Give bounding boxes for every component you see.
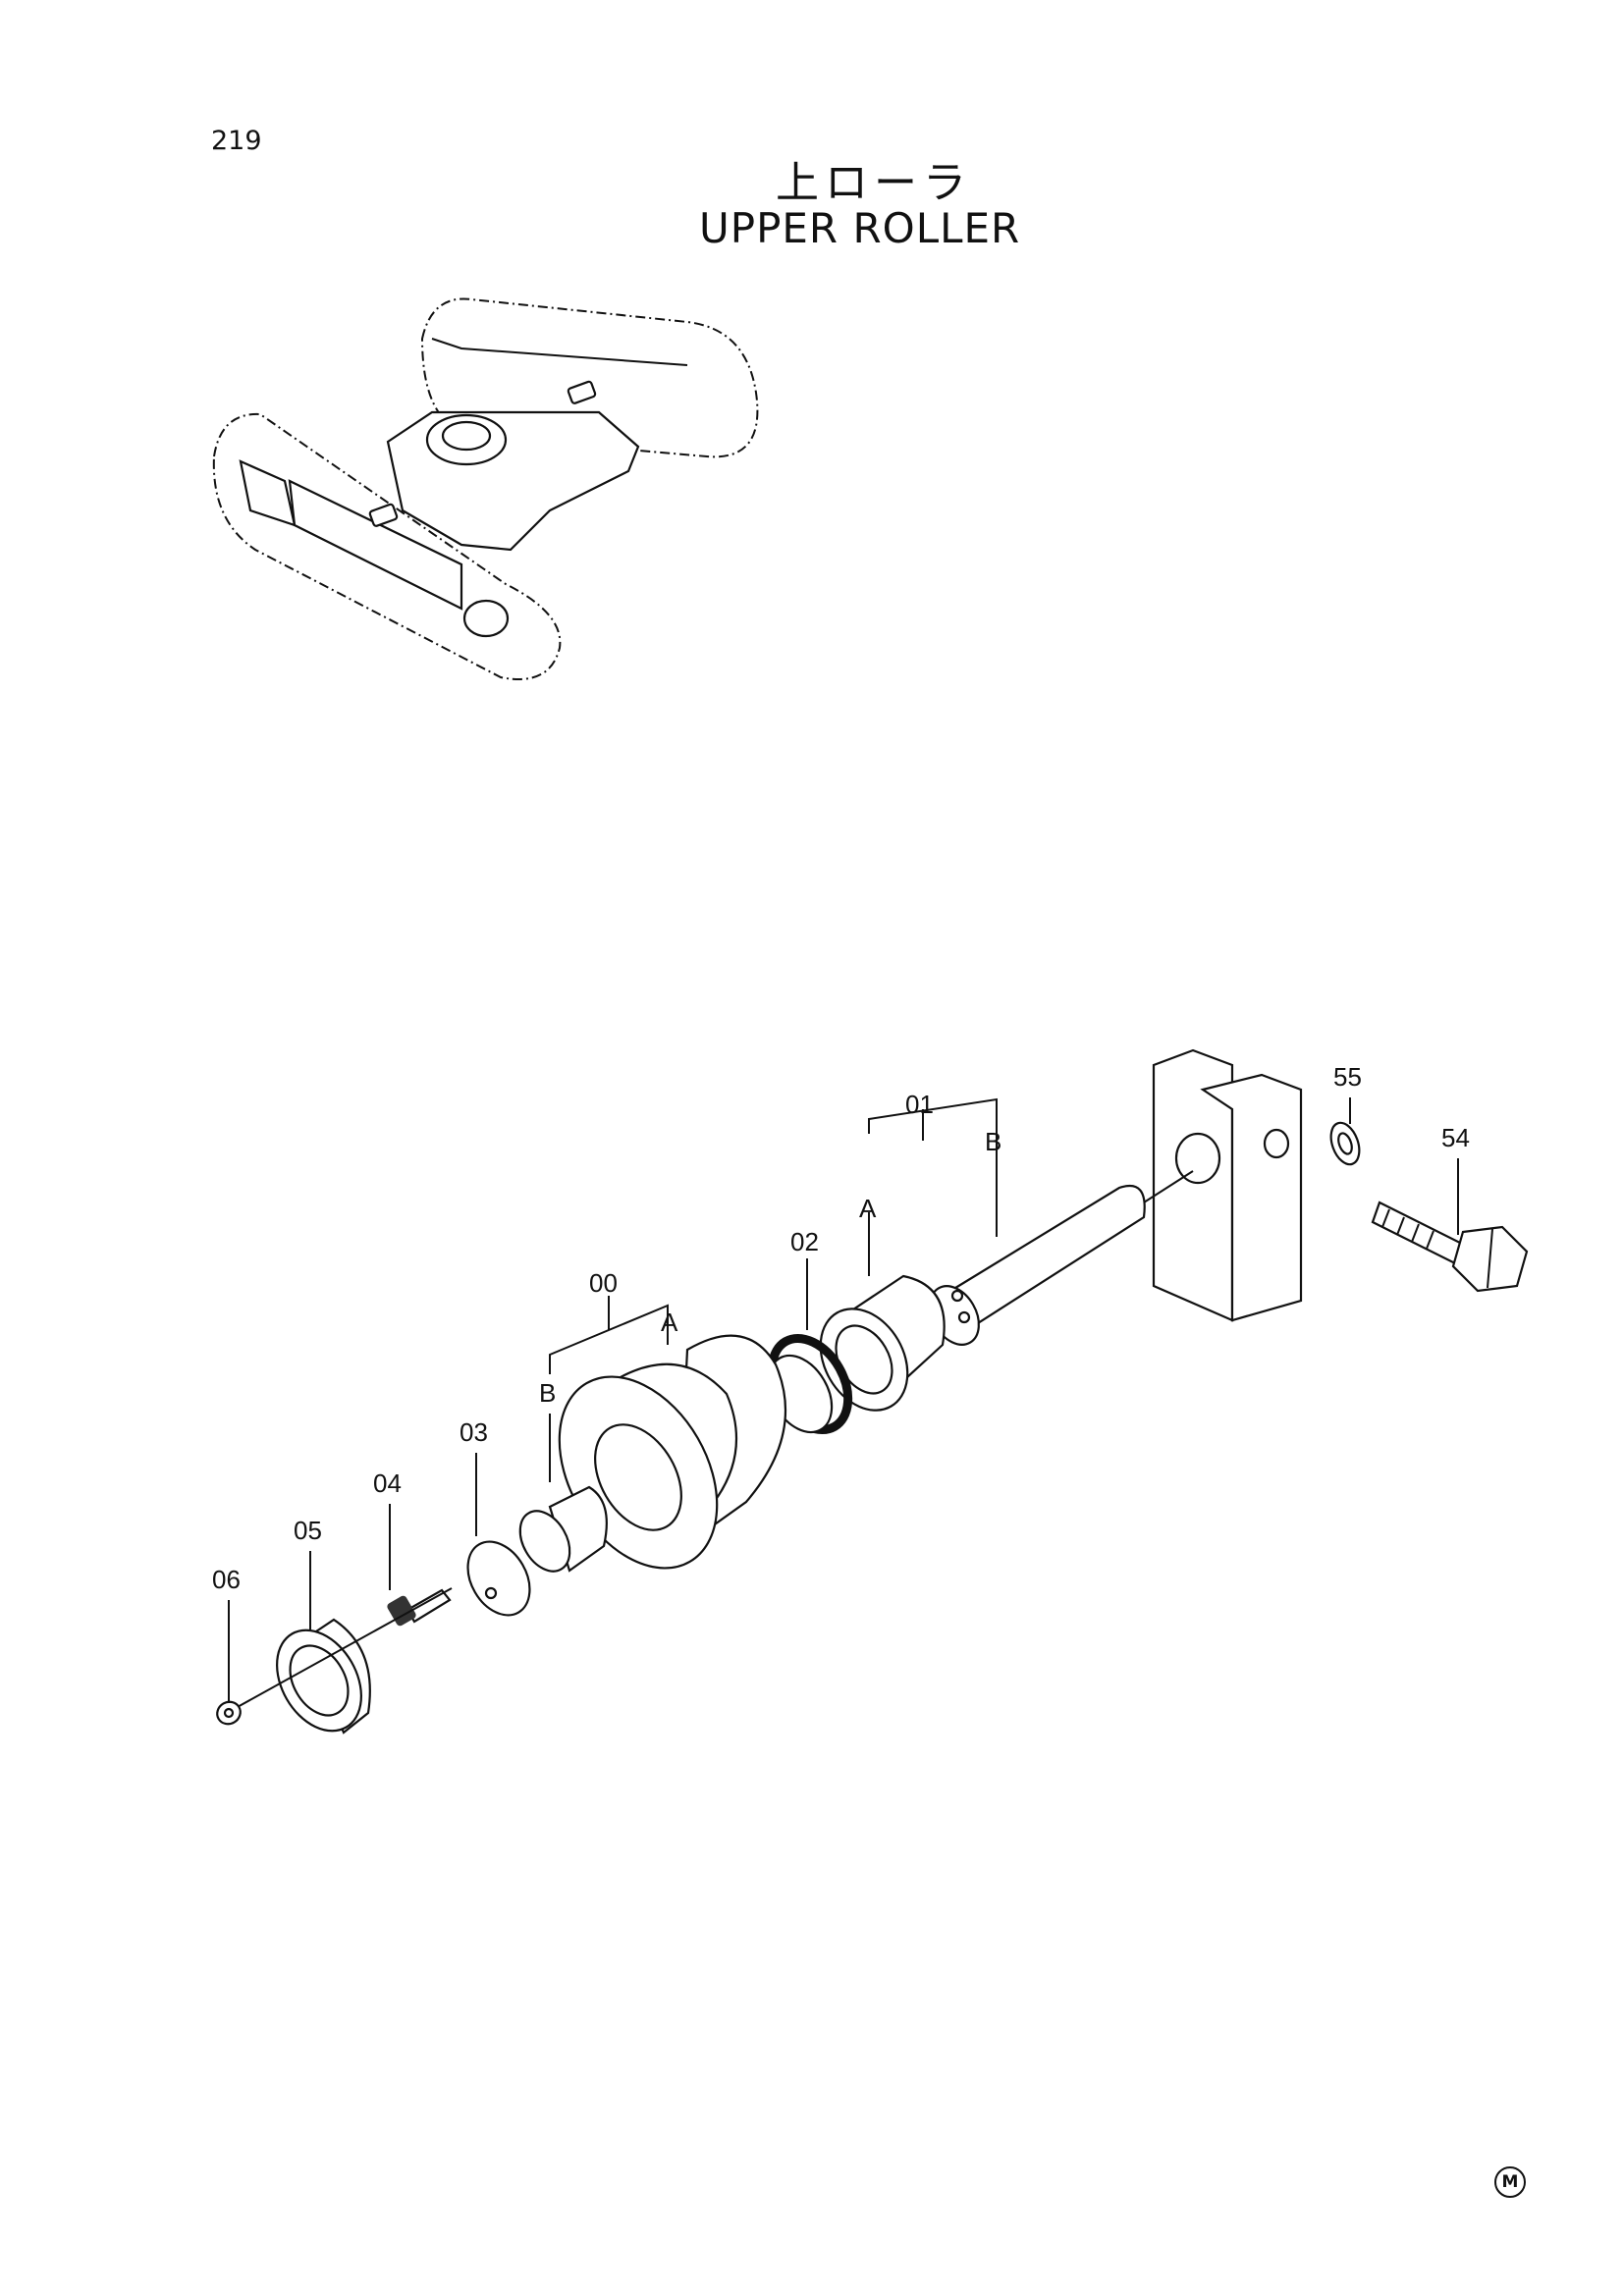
title-japanese: 上ローラ: [776, 158, 972, 208]
callout-05: 05: [294, 1516, 322, 1545]
leader-lines: [228, 1097, 1459, 1703]
callout-00: 00: [589, 1268, 618, 1298]
callout-54: 54: [1441, 1123, 1470, 1152]
callout-labels: 01 B A 02 00 A B 03 04 05 06 55 54: [212, 1062, 1470, 1594]
callout-01b: B: [985, 1127, 1001, 1156]
plug-06: [216, 1700, 242, 1726]
page-number: 219: [211, 126, 262, 156]
bushing-00b: [518, 1485, 608, 1573]
callout-00b: B: [539, 1378, 556, 1408]
circled-m-mark: M: [1494, 2166, 1526, 2198]
callout-04: 04: [373, 1468, 402, 1498]
callout-03: 03: [460, 1417, 488, 1447]
callout-55: 55: [1333, 1062, 1362, 1092]
bolt-54: [1371, 1201, 1529, 1293]
title-english: UPPER ROLLER: [699, 204, 1021, 252]
undercarriage-overview: [212, 297, 759, 680]
washer-55: [1329, 1121, 1361, 1166]
callout-06: 06: [212, 1565, 241, 1594]
shaft-01: [929, 1170, 1194, 1346]
callout-02: 02: [790, 1227, 819, 1256]
callout-01: 01: [905, 1090, 934, 1119]
callout-01a: A: [859, 1194, 877, 1223]
bracket-block: [1152, 1048, 1303, 1322]
callout-00a: A: [661, 1308, 678, 1337]
cover-05: [235, 1587, 453, 1735]
thrust-plate-03: [466, 1540, 531, 1617]
bolt-04: [387, 1588, 452, 1627]
